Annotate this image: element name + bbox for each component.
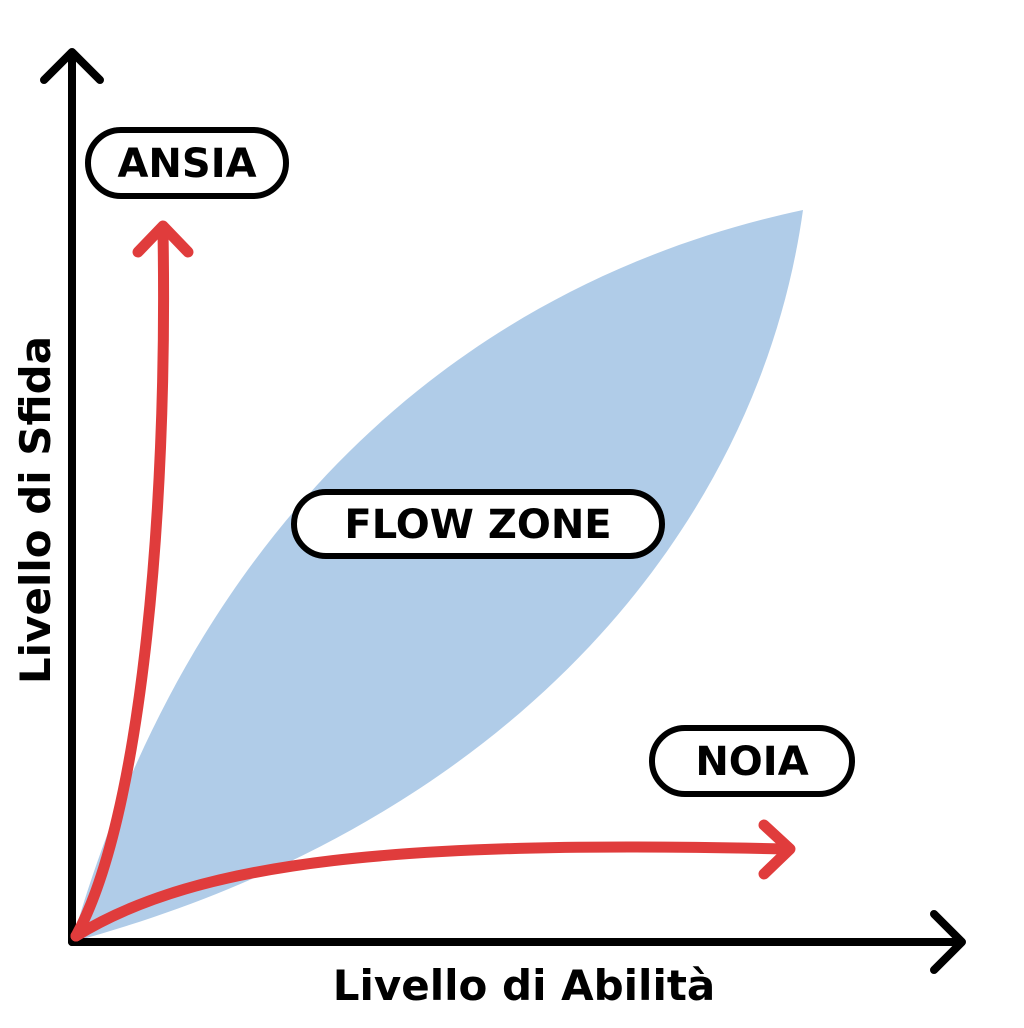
x-axis-arrowhead-icon bbox=[930, 910, 966, 974]
flow-zone-label-pill bbox=[291, 489, 665, 559]
y-axis-arrowhead-icon bbox=[40, 48, 104, 84]
flow-zone-area bbox=[72, 210, 803, 942]
boredom-arrow-path bbox=[70, 841, 792, 942]
y-axis-label: Livello di Sfida bbox=[11, 336, 60, 684]
anxiety-label-pill bbox=[85, 127, 289, 199]
boredom-label-pill bbox=[649, 725, 855, 797]
x-axis-label: Livello di Abilità bbox=[333, 961, 716, 1010]
axes bbox=[40, 48, 966, 974]
progress-arrows bbox=[70, 220, 796, 942]
boredom-arrowhead-icon bbox=[758, 819, 796, 880]
flow-zone-label-text: FLOW ZONE bbox=[344, 502, 611, 548]
boredom-label-text: NOIA bbox=[695, 739, 808, 785]
boredom-zone-label: NOIA bbox=[649, 725, 855, 797]
flow-zone-label: FLOW ZONE bbox=[291, 489, 665, 559]
anxiety-zone-label: ANSIA bbox=[85, 127, 289, 199]
anxiety-arrow-path bbox=[70, 226, 170, 942]
anxiety-arrowhead-icon bbox=[132, 220, 194, 258]
anxiety-label-text: ANSIA bbox=[117, 141, 256, 187]
